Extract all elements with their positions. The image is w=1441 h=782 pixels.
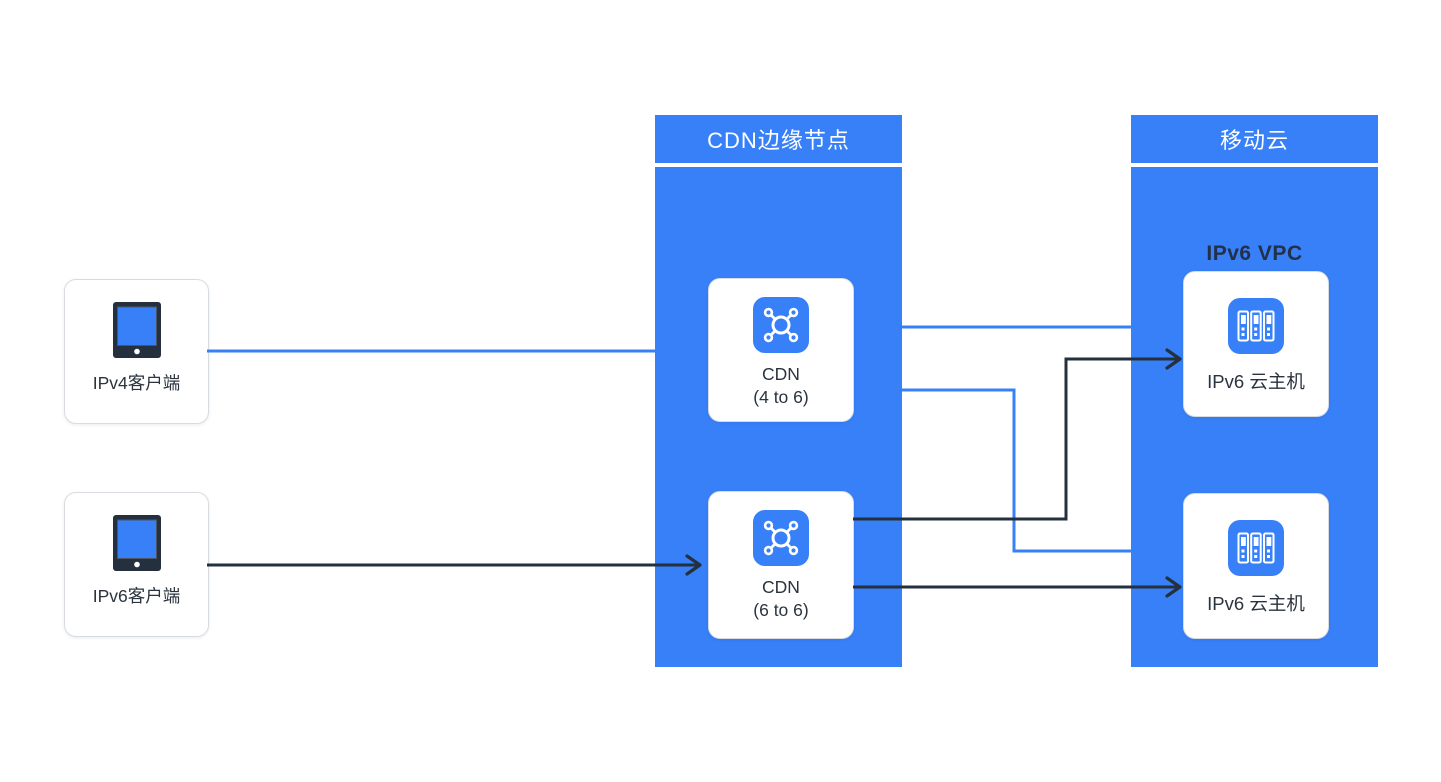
cdn-panel-title: CDN边缘节点 <box>655 115 902 163</box>
wire-cdn4to6-to-host-bottom <box>902 388 1131 553</box>
cdn-node-name: CDN <box>762 364 800 384</box>
host-label: IPv6 云主机 <box>1207 593 1305 614</box>
cdn-node-detail: (6 to 6) <box>753 600 809 620</box>
client-label: IPv4客户端 <box>92 373 181 393</box>
cdn-node-name: CDN <box>762 577 800 597</box>
tablet-icon <box>112 515 161 571</box>
client-label: IPv6客户端 <box>92 586 181 606</box>
ipv6-vpc-label: IPv6 VPC <box>1206 242 1303 265</box>
network-node-icon <box>753 510 809 566</box>
node-cdn-6to6: CDN (6 to 6) <box>708 491 854 639</box>
cloud-panel-title: 移动云 <box>1131 115 1378 163</box>
node-ipv6-client: IPv6客户端 <box>64 492 209 637</box>
server-rack-icon <box>1228 520 1284 576</box>
cdn-node-detail: (4 to 6) <box>753 387 809 407</box>
node-ipv6-host-bottom: IPv6 云主机 <box>1183 493 1329 639</box>
node-ipv6-host-top: IPv6 云主机 <box>1183 271 1329 417</box>
node-ipv4-client: IPv4客户端 <box>64 279 209 424</box>
node-cdn-4to6: CDN (4 to 6) <box>708 278 854 422</box>
tablet-icon <box>112 302 161 358</box>
host-label: IPv6 云主机 <box>1207 371 1305 392</box>
cdn-node-label: CDN (6 to 6) <box>753 576 808 622</box>
cdn-node-label: CDN (4 to 6) <box>753 363 808 409</box>
server-rack-icon <box>1228 298 1284 354</box>
network-node-icon <box>753 297 809 353</box>
